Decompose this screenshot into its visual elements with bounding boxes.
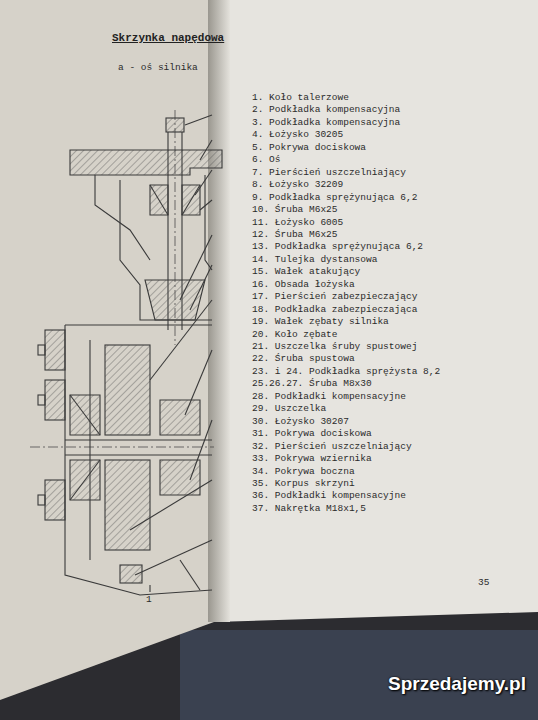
parts-list-item: 13. Podkładka sprężynująca 6,2 (252, 241, 423, 252)
parts-list-item: 16. Obsada łożyska (252, 279, 355, 290)
parts-list-item: 5. Pokrywa dociskowa (252, 142, 366, 153)
parts-list-item: 32. Pierścień uszczelniający (252, 441, 412, 452)
parts-list-item: 29. Uszczelka (252, 403, 326, 414)
parts-list-item: 25.26.27. Śruba M8x30 (252, 378, 372, 389)
parts-list-item: 4. Łożysko 30205 (252, 129, 343, 140)
callout-number: 1 (146, 594, 152, 605)
parts-list-item: 33. Pokrywa wziernika (252, 453, 372, 464)
parts-list-item: 34. Pokrywa boczna (252, 466, 355, 477)
parts-list-item: 30. Łożysko 30207 (252, 416, 349, 427)
left-page (0, 0, 218, 700)
parts-list-item: 8. Łożysko 32209 (252, 179, 343, 190)
subtitle: a - oś silnika (118, 62, 198, 73)
parts-list-item: 22. Śruba spustowa (252, 353, 355, 364)
parts-list-item: 14. Tulejka dystansowa (252, 254, 377, 265)
parts-list-item: 19. Wałek zębaty silnika (252, 316, 389, 327)
parts-list-item: 1. Koło talerzowe (252, 92, 349, 103)
parts-list-item: 18. Podkładka zabezpieczająca (252, 304, 417, 315)
parts-list-item: 17. Pierścień zabezpieczający (252, 291, 417, 302)
parts-list-item: 21. Uszczelka śruby spustowej (252, 341, 417, 352)
table-surface (180, 630, 538, 720)
book-gutter (208, 0, 230, 622)
parts-list-item: 3. Podkładka kompensacyjna (252, 117, 400, 128)
parts-list-item: 20. Koło zębate (252, 329, 338, 340)
parts-list-item: 23. i 24. Podkładka sprężysta 8,2 (252, 366, 440, 377)
watermark: Sprzedajemy.pl (388, 678, 526, 689)
parts-list-item: 36. Podkładki kompensacyjne (252, 490, 406, 501)
parts-list-item: 10. Śruba M6x25 (252, 204, 338, 215)
parts-list-item: 28. Podkładki kompensacyjne (252, 391, 406, 402)
page-number: 35 (478, 577, 489, 588)
right-page (214, 0, 538, 622)
parts-list-item: 15. Wałek atakujący (252, 266, 360, 277)
parts-list-item: 37. Nakrętka M18x1,5 (252, 503, 366, 514)
parts-list-item: 7. Pierścień uszczelniający (252, 167, 406, 178)
gearbox-section (30, 110, 222, 595)
parts-list-item: 2. Podkładka kompensacyjna (252, 104, 400, 115)
page-title: Skrzynka napędowa (112, 33, 224, 44)
parts-list-item: 9. Podkładka sprężynująca 6,2 (252, 192, 417, 203)
parts-list-item: 11. Łożysko 6005 (252, 217, 343, 228)
parts-list-item: 6. Oś (252, 154, 281, 165)
parts-list-item: 35. Korpus skrzyni (252, 478, 355, 489)
parts-list-item: 31. Pokrywa dociskowa (252, 428, 372, 439)
parts-list-item: 12. Śruba M6x25 (252, 229, 338, 240)
